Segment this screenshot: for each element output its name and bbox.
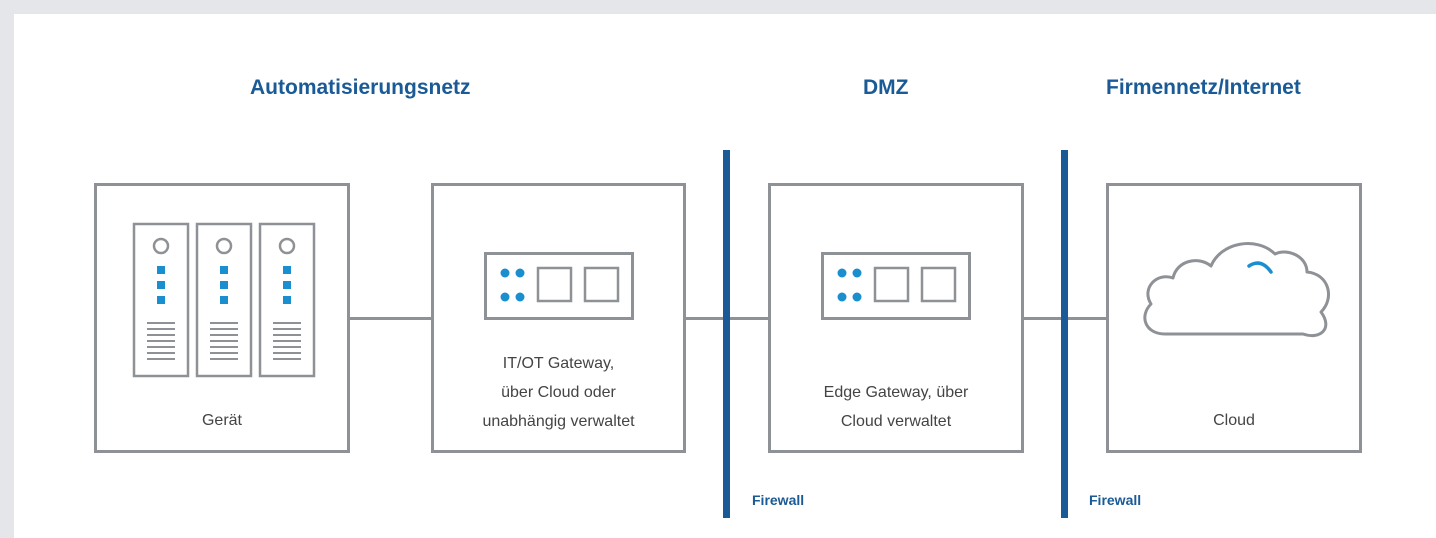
server-rack-icon xyxy=(132,222,316,378)
gateway-icon xyxy=(484,252,634,320)
cloud-icon xyxy=(1143,242,1330,337)
edge-gateway-label-1: Edge Gateway, über xyxy=(823,384,969,401)
itot-gateway-box: IT/OT Gateway, über Cloud oder unabhängi… xyxy=(431,183,686,453)
firewall-line-2 xyxy=(1061,150,1068,518)
device-label: Gerät xyxy=(201,412,242,429)
edge-gateway-label-2: Cloud verwaltet xyxy=(840,413,952,430)
edge-gateway-box: Edge Gateway, über Cloud verwaltet xyxy=(768,183,1024,453)
cloud-label: Cloud xyxy=(1213,412,1255,429)
itot-gateway-label-3: unabhängig verwaltet xyxy=(482,413,635,430)
zone-title-automation: Automatisierungsnetz xyxy=(250,76,471,99)
device-box: Gerät xyxy=(94,183,350,453)
connector-device-itot xyxy=(348,317,433,320)
itot-gateway-label-2: über Cloud oder xyxy=(501,384,616,401)
cloud-box: Cloud xyxy=(1106,183,1362,453)
zone-title-corporate: Firmennetz/Internet xyxy=(1106,76,1301,99)
itot-gateway-label-1: IT/OT Gateway, xyxy=(502,355,615,372)
firewall-label-1: Firewall xyxy=(752,492,805,508)
zone-title-dmz: DMZ xyxy=(863,76,909,99)
firewall-line-1 xyxy=(723,150,730,518)
gateway-icon xyxy=(821,252,971,320)
firewall-label-2: Firewall xyxy=(1089,492,1142,508)
